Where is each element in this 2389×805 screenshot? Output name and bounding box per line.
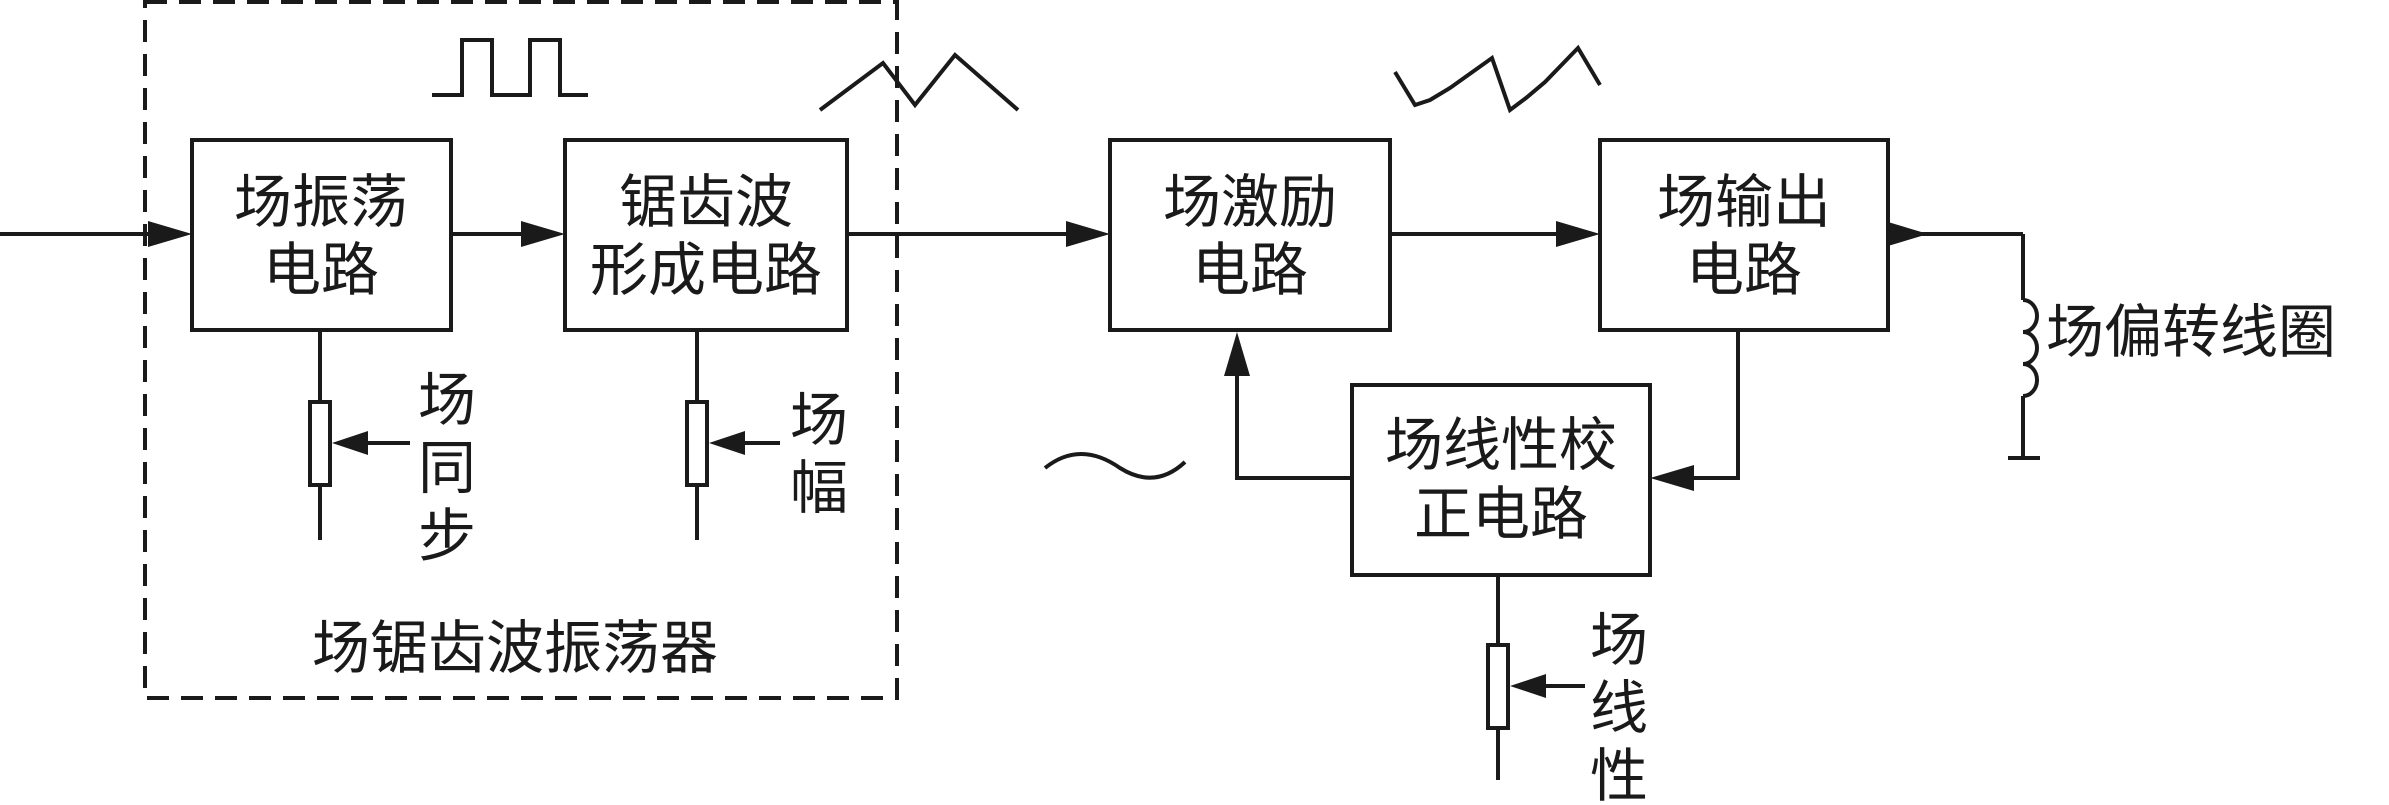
linearity-correction-label-line1: 场线性校 xyxy=(1385,411,1617,479)
square-pulse-waveform-icon xyxy=(432,38,588,97)
linearity-to-driver-line xyxy=(1235,360,1352,480)
field-oscillator-block xyxy=(190,138,453,332)
field-driver-label-line1: 场激励 xyxy=(1163,168,1337,236)
sawtooth-waveform-icon xyxy=(818,52,1020,112)
deflection-coil-label: 场偏转线圈 xyxy=(2046,298,2336,366)
field-sync-label-char1: 场 xyxy=(418,366,476,434)
field-amplitude-potentiometer-icon xyxy=(685,400,709,487)
osc-to-sawtooth-arrow-icon xyxy=(521,221,565,247)
sawtooth-shaping-label-line2: 形成电路 xyxy=(590,236,822,304)
output-to-linearity-arrow-icon xyxy=(1650,465,1694,491)
field-output-block xyxy=(1598,138,1890,332)
sawtooth-oscillator-group-border xyxy=(143,0,899,700)
field-amplitude-label-char1: 场 xyxy=(790,386,848,454)
sawtooth-shaping-block xyxy=(563,138,849,332)
linearity-pot-wiper-arrow-icon xyxy=(1510,674,1546,698)
driver-to-output-arrow-icon xyxy=(1556,221,1600,247)
field-amplitude-label-char2: 幅 xyxy=(790,454,848,522)
field-sync-label-char2: 同 xyxy=(418,434,476,502)
field-oscillator-label-line2: 电路 xyxy=(263,236,379,304)
field-driver-block xyxy=(1108,138,1392,332)
field-linearity-label-char1: 场 xyxy=(1590,606,1648,674)
sync-pot-wiper-arrow-icon xyxy=(332,431,368,455)
sawtooth-shaping-label-line1: 锯齿波 xyxy=(619,168,793,236)
field-linearity-label-char2: 线 xyxy=(1590,674,1648,742)
corrected-sawtooth-waveform-icon xyxy=(1393,44,1602,114)
field-output-label-line1: 场输出 xyxy=(1657,168,1831,236)
correction-waveform-icon xyxy=(1043,452,1187,480)
field-sync-label-char3: 步 xyxy=(418,502,476,570)
output-to-coil-arrow-icon xyxy=(1888,222,1928,246)
input-arrow-icon xyxy=(148,221,192,247)
field-linearity-label-char3: 性 xyxy=(1590,742,1648,805)
field-oscillator-label-line1: 场振荡 xyxy=(234,168,408,236)
linearity-correction-block xyxy=(1350,383,1652,577)
linearity-correction-label-line2: 正电路 xyxy=(1414,480,1588,548)
output-to-linearity-line xyxy=(1680,330,1740,480)
linearity-to-driver-arrow-icon xyxy=(1224,332,1250,376)
field-sync-potentiometer-icon xyxy=(308,400,332,487)
sawtooth-oscillator-group-label: 场锯齿波振荡器 xyxy=(312,614,718,682)
field-driver-label-line2: 电路 xyxy=(1192,236,1308,304)
field-output-label-line2: 电路 xyxy=(1686,236,1802,304)
field-linearity-potentiometer-icon xyxy=(1486,643,1510,730)
sawtooth-to-driver-arrow-icon xyxy=(1066,221,1110,247)
deflection-coil-icon xyxy=(2022,298,2039,398)
amplitude-pot-wiper-arrow-icon xyxy=(709,431,745,455)
